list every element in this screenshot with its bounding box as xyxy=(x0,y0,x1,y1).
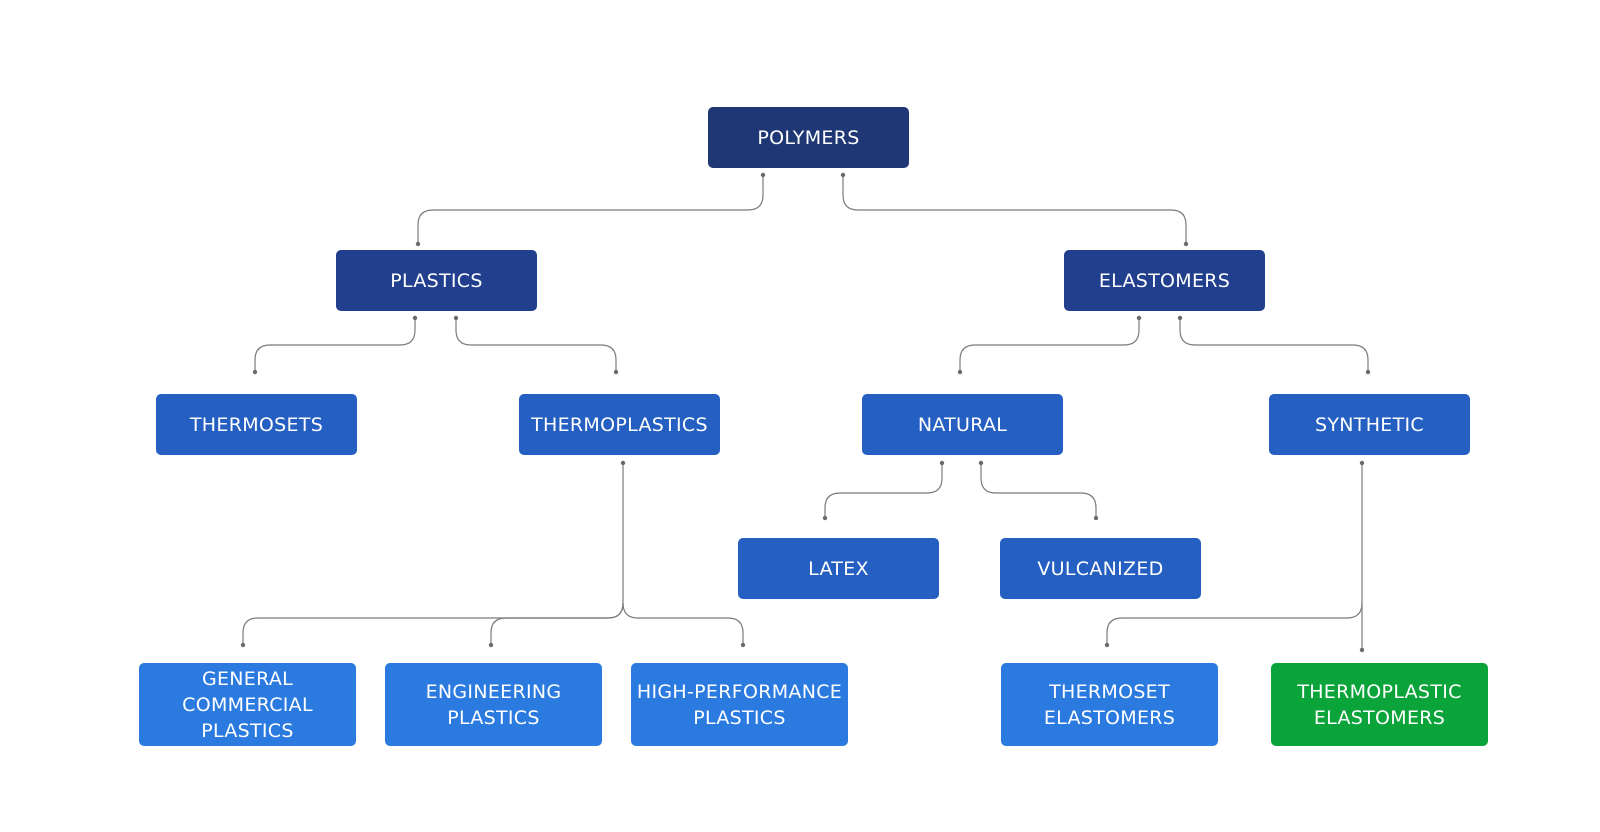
connector-polymers-elastomers xyxy=(842,175,1187,244)
node-latex: LATEX xyxy=(738,538,939,599)
connector-plastics-thermoplastics xyxy=(455,318,617,372)
node-elastomers: ELASTOMERS xyxy=(1064,250,1265,311)
node-vulcanized: VULCANIZED xyxy=(1000,538,1201,599)
node-thermoplastics: THERMOPLASTICS xyxy=(519,394,720,455)
connector-thermoplastics-eng xyxy=(490,602,624,645)
connector-dot xyxy=(1093,515,1099,521)
node-plastics: PLASTICS xyxy=(336,250,537,311)
connector-polymers-plastics xyxy=(417,175,764,244)
connector-synthetic-tse xyxy=(1106,602,1363,645)
connector-natural-latex xyxy=(824,463,943,518)
connector-dot xyxy=(415,241,421,247)
connector-dot xyxy=(613,369,619,375)
node-engineering-plastics: ENGINEERING PLASTICS xyxy=(385,663,602,746)
connector-dot xyxy=(1177,315,1183,321)
connector-elastomers-natural xyxy=(959,318,1140,372)
connector-dot xyxy=(1365,369,1371,375)
connector-dot xyxy=(822,515,828,521)
connector-dot xyxy=(252,369,258,375)
connector-dot xyxy=(1183,241,1189,247)
connector-dot xyxy=(453,315,459,321)
node-thermoplastic-elastomers: THERMOPLASTIC ELASTOMERS xyxy=(1271,663,1488,746)
connector-thermoplastics-gcp xyxy=(242,602,624,645)
connector-dot xyxy=(1136,315,1142,321)
connector-dot xyxy=(957,369,963,375)
connector-dot xyxy=(978,460,984,466)
node-thermoset-elastomers: THERMOSET ELASTOMERS xyxy=(1001,663,1218,746)
connector-dot xyxy=(1359,647,1365,653)
connector-elastomers-synthetic xyxy=(1179,318,1369,372)
connector-dot xyxy=(939,460,945,466)
connector-dot xyxy=(1359,460,1365,466)
node-polymers: POLYMERS xyxy=(708,107,909,168)
node-natural: NATURAL xyxy=(862,394,1063,455)
connector-dot xyxy=(488,642,494,648)
connector-plastics-thermosets xyxy=(254,318,416,372)
connector-dot xyxy=(840,172,846,178)
node-thermosets: THERMOSETS xyxy=(156,394,357,455)
connector-natural-vulcanized xyxy=(980,463,1097,518)
node-synthetic: SYNTHETIC xyxy=(1269,394,1470,455)
connector-thermoplastics-hpp xyxy=(622,602,744,645)
node-high-performance-plastics: HIGH-PERFORMANCE PLASTICS xyxy=(631,663,848,746)
connector-dot xyxy=(760,172,766,178)
connector-dot xyxy=(1104,642,1110,648)
connector-dot xyxy=(620,460,626,466)
node-general-commercial-plastics: GENERAL COMMERCIAL PLASTICS xyxy=(139,663,356,746)
connector-dot xyxy=(240,642,246,648)
connector-dot xyxy=(740,642,746,648)
connector-dot xyxy=(412,315,418,321)
